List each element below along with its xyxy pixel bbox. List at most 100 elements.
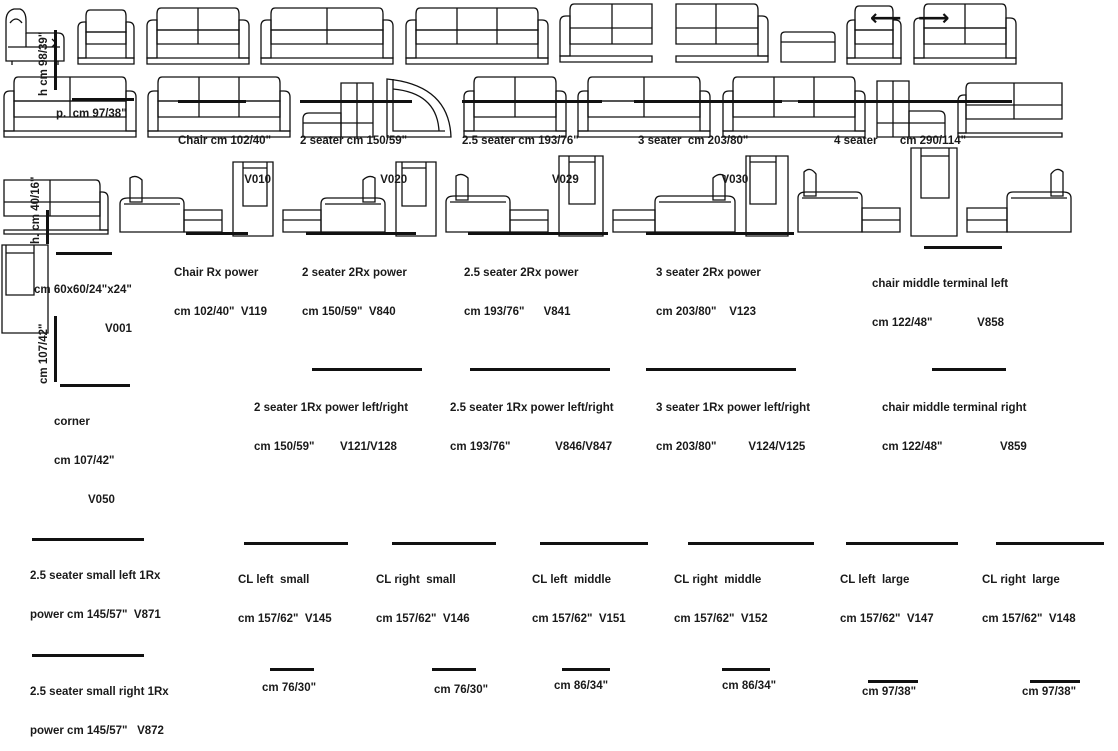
caption-line: 3 seater 1Rx power left/right [656, 402, 811, 414]
caption-v147: CL left large cm 157/62" V147 [840, 548, 934, 639]
caption-v859: chair middle terminal right cm 122/48" V… [882, 376, 1027, 467]
caption-code: cm 203/80" V123 [656, 306, 757, 318]
caption-line: CL left large [840, 574, 910, 586]
caption-line: 2.5 seater 1Rx power left/right [450, 402, 614, 414]
caption-code: cm 157/62" V152 [674, 613, 768, 625]
caption-line: 2.5 seater cm 193/76" [462, 135, 579, 147]
width-bar-v029 [462, 100, 602, 103]
caption-code: cm 157/62" V151 [532, 613, 626, 625]
height-bar-row3 [54, 316, 57, 382]
width-bar-v146 [392, 542, 496, 545]
caption-line: 2.5 seater 2Rx power [464, 267, 579, 279]
caption-v001: cm 60x60/24"x24" V001 [34, 258, 132, 349]
caption-v858: chair middle terminal left cm 122/48" V8… [872, 252, 1008, 343]
depth-bar-row1 [72, 98, 134, 101]
sofa-3-seater-1rx-power-v124-v125-illustration [722, 76, 866, 138]
caption-code: V030 [721, 174, 749, 186]
width-bar-v859 [932, 368, 1006, 371]
caption-code: cm 203/80" V124/V125 [656, 441, 806, 453]
caption-line: corner [54, 416, 90, 428]
chair-middle-terminal-right-v859-illustration [876, 80, 946, 138]
caption-code: cm 193/76" V841 [464, 306, 571, 318]
chaise-cl-right-middle-v152-illustration [612, 173, 736, 233]
caption-code: cm 150/59" V840 [302, 306, 396, 318]
caption-line: 2.5 seater small left 1Rx [30, 570, 161, 582]
caption-code: cm 122/48" V859 [882, 441, 1027, 453]
caption-line: 2 seater 1Rx power left/right [254, 402, 409, 414]
chaise-top-view-v145-illustration [232, 161, 274, 237]
width-bar-v010 [178, 100, 246, 103]
chaise-top-view-v146-illustration [395, 161, 437, 237]
pouf-v001-illustration [780, 31, 836, 63]
caption-code: cm 157/62" V145 [238, 613, 332, 625]
caption-v846: 2.5 seater 1Rx power left/right cm 193/7… [450, 376, 614, 467]
caption-code: V010 [244, 174, 272, 186]
caption-4-seater: 4 seater cm 290/114" [834, 109, 966, 161]
caption-line: CL right large [982, 574, 1060, 586]
caption-code: cm 157/62" V148 [982, 613, 1076, 625]
width-bar-v119 [186, 232, 248, 235]
caption-line: chair middle terminal right [882, 402, 1027, 414]
chaise-top-view-v151-illustration [558, 155, 604, 237]
caption-code: V020 [380, 174, 408, 186]
width-bar-v123 [646, 232, 794, 235]
width-bar-v147 [846, 542, 958, 545]
caption-code: cm 102/40" V119 [174, 306, 268, 318]
caption-line: Chair Rx power [174, 267, 259, 279]
sofa-2-seater-v020-illustration [146, 7, 250, 65]
caption-code: cm 193/76" V846/V847 [450, 441, 613, 453]
depth-v152: cm 86/34" [722, 680, 777, 692]
sofa-2-5-small-left-v871-illustration [956, 82, 1063, 138]
caption-line: CL left small [238, 574, 310, 586]
caption-code: cm 150/59" V121/V128 [254, 441, 397, 453]
caption-code: cm 157/62" V146 [376, 613, 470, 625]
chaise-top-view-v148-illustration [1, 244, 49, 334]
width-bar-v001 [56, 252, 112, 255]
depth-v148: cm 97/38" [1022, 686, 1077, 698]
width-bar-v152 [688, 542, 814, 545]
depth-bar-v152 [722, 668, 770, 671]
sofa-2-5-seater-v029-illustration [260, 7, 395, 65]
depth-bar-v145 [270, 668, 314, 671]
width-bar-v030 [634, 100, 782, 103]
caption-line: 2.5 seater small right 1Rx [30, 686, 169, 698]
caption-v029: 2.5 seater cm 193/76" V029 [462, 109, 579, 200]
depth-bar-v147 [868, 680, 918, 683]
height-label-row2: h. cm 40/16" [30, 176, 42, 244]
arrow-right-icon: ⟶ [918, 5, 950, 30]
caption-v030: 3 seater cm 203/80" V030 [638, 109, 748, 200]
width-bar-v872 [32, 654, 144, 657]
height-bar-row2 [46, 210, 49, 244]
caption-line: 2 seater 2Rx power [302, 267, 407, 279]
chaise-top-view-v152-illustration [744, 155, 789, 237]
caption-v123: 3 seater 2Rx power cm 203/80" V123 [656, 241, 761, 332]
caption-line: CL right small [376, 574, 456, 586]
caption-v119: Chair Rx power cm 102/40" V119 [174, 241, 267, 332]
caption-code: V029 [551, 174, 579, 186]
caption-v872: 2.5 seater small right 1Rx power cm 145/… [30, 660, 169, 751]
caption-line: 2 seater cm 150/59" [300, 135, 408, 147]
caption-line: cm 60x60/24"x24" [34, 284, 132, 296]
depth-bar-v146 [432, 668, 476, 671]
height-label-row1: h cm 98/39" [38, 31, 50, 96]
caption-v124: 3 seater 1Rx power left/right cm 203/80"… [656, 376, 810, 467]
caption-v152: CL right middle cm 157/62" V152 [674, 548, 768, 639]
arrow-left-icon: ⟵ [870, 5, 902, 30]
width-bar-v840 [306, 232, 416, 235]
caption-v010: Chair cm 102/40" V010 [178, 109, 271, 200]
caption-v871: 2.5 seater small left 1Rx power cm 145/5… [30, 544, 161, 635]
width-bar-v858 [924, 246, 1002, 249]
sofa-2-5-seater-2rx-power-v841-illustration [3, 76, 137, 138]
width-bar-v871 [32, 538, 144, 541]
caption-code: cm 157/62" V147 [840, 613, 934, 625]
width-bar-v148 [996, 542, 1104, 545]
caption-v020: 2 seater cm 150/59" V020 [300, 109, 407, 200]
caption-code: power cm 145/57" V871 [30, 609, 161, 621]
width-bar-v145 [244, 542, 348, 545]
chaise-cl-right-large-v148-illustration [966, 168, 1072, 233]
width-bar-v050 [60, 384, 130, 387]
width-bar-v841 [468, 232, 608, 235]
sofa-2-seater-2rx-power-v840-illustration [912, 3, 1017, 65]
corner-v050-illustration [386, 78, 453, 138]
chair-v010-illustration [77, 9, 136, 65]
